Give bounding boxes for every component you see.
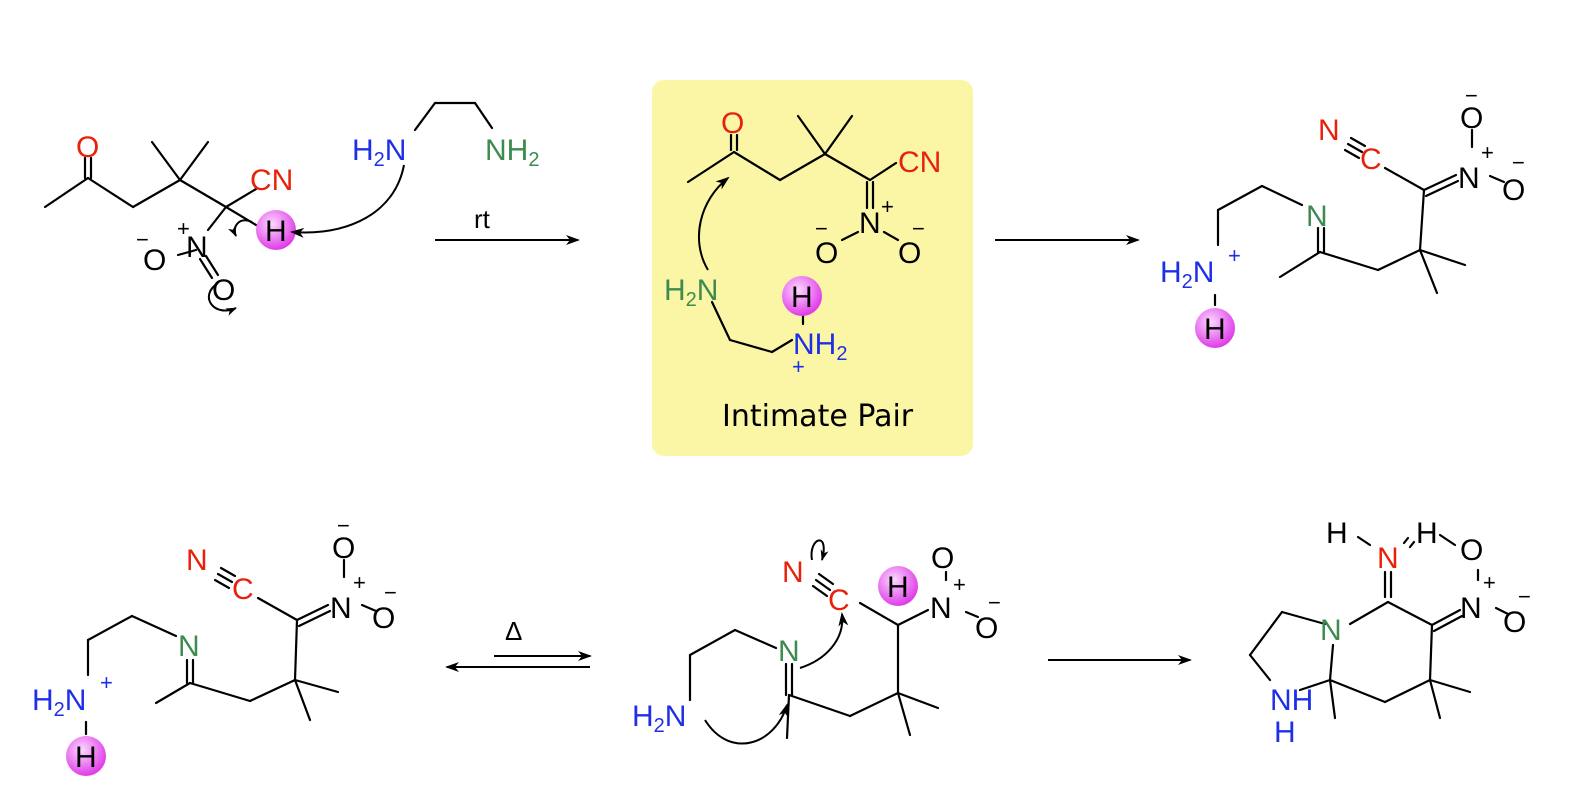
nitrile-carbon: C (1360, 143, 1382, 176)
neutral-imine-nitrogen: N (778, 635, 800, 668)
box-nitro-oxygen-1: O (815, 237, 838, 270)
svg-text:+: + (353, 570, 366, 595)
product-hydroxyl-oxygen: O (1460, 534, 1483, 567)
nitrile-label: CN (250, 164, 293, 197)
svg-text:−: − (1465, 83, 1478, 108)
amine-primary-label: H2N (352, 134, 406, 171)
svg-text:+: + (177, 216, 190, 241)
imine-nitrogen-2: N (178, 630, 200, 663)
curved-electron-arrow-icon (290, 164, 405, 238)
product-oxygen-2: O (1503, 606, 1526, 639)
svg-text:+: + (1483, 570, 1496, 595)
nitrile-nitrogen-2: N (186, 544, 208, 577)
amine-secondary-label: NH2 (485, 134, 539, 171)
product-nitro-nitrogen: N (1460, 592, 1482, 625)
starting-material (43, 140, 258, 280)
carbonyl-oxygen: O (76, 131, 99, 164)
amidine-hydrogen-1: H (1326, 517, 1348, 550)
svg-text:−: − (988, 590, 1001, 615)
curved-electron-arrow-icon (810, 539, 829, 561)
neutral-nitrile-nitrogen: N (782, 556, 804, 589)
box-amine-label: H2N (664, 274, 718, 311)
condition-heat: Δ (505, 616, 522, 646)
ammonium-label-2: H2N (32, 684, 86, 721)
imine-intermediate-bottom (84, 558, 378, 736)
highlighted-hydrogen-icon (66, 736, 106, 776)
curved-electron-arrow-icon (207, 282, 237, 316)
transferred-hydrogen: H (791, 281, 813, 314)
amidine-hydrogen-2: H (1416, 517, 1438, 550)
nitro-nitrogen-5: N (930, 592, 952, 625)
svg-text:−: − (1518, 584, 1531, 609)
box-carbonyl-oxygen: O (721, 107, 744, 140)
nitro-oxygen-2: O (212, 274, 235, 307)
ammonium-partner (710, 300, 805, 354)
neutral-imine-intermediate (688, 570, 980, 740)
ammonium-hydrogen-2: H (75, 741, 97, 774)
nitrile-nitrogen: N (1318, 114, 1340, 147)
acidic-hydrogen: H (265, 215, 287, 248)
svg-text:−: − (912, 216, 925, 241)
svg-text:+: + (1228, 243, 1241, 268)
highlighted-hydrogen-icon (1195, 308, 1235, 348)
condition-rt: rt (474, 204, 491, 234)
free-amine-label: H2N (632, 700, 686, 737)
ring-nh-hydrogen: H (1274, 716, 1296, 749)
svg-text:−: − (337, 513, 350, 538)
svg-text:+: + (1481, 140, 1494, 165)
imine-nitrogen: N (1306, 200, 1328, 233)
curved-electron-arrow-icon (227, 219, 253, 237)
ring-nitrogen: N (1320, 614, 1342, 647)
nitronate-oxygen-1: O (1460, 102, 1483, 135)
intimate-pair-caption: Intimate Pair (722, 399, 914, 434)
ammonium-label: H2N (1160, 256, 1214, 293)
curved-electron-arrow-icon (704, 703, 789, 745)
imine-intermediate-top (1213, 128, 1506, 307)
svg-text:+: + (953, 572, 966, 597)
highlighted-hydrogen-icon (782, 276, 822, 316)
box-nitro-nitrogen: N (859, 207, 881, 240)
svg-text:+: + (100, 670, 113, 695)
svg-text:−: − (1512, 150, 1525, 175)
bicyclic-product (1248, 533, 1510, 720)
ring-nh-label: NH (1270, 684, 1313, 717)
neutral-nitrile-carbon: C (828, 584, 850, 617)
alpha-hydrogen: H (887, 571, 909, 604)
nitronate-anion (686, 114, 900, 242)
svg-text:−: − (136, 227, 149, 252)
curved-electron-arrow-icon (799, 612, 849, 669)
nitrile-carbon-2: C (232, 573, 254, 606)
nitronate-oxygen-3: O (332, 532, 355, 565)
highlighted-hydrogen-icon (256, 210, 296, 250)
ammonium-hydrogen: H (1204, 313, 1226, 346)
nitro-nitrogen: N (186, 231, 208, 264)
svg-text:−: − (384, 580, 397, 605)
box-nitro-oxygen-2: O (898, 237, 921, 270)
svg-text:+: + (881, 194, 894, 219)
curved-electron-arrow-icon (697, 176, 730, 271)
svg-text:+: + (792, 354, 805, 379)
box-nitrile-label: CN (898, 146, 941, 179)
nitronate-nitrogen: N (1458, 162, 1480, 195)
nitronate-nitrogen-2: N (330, 592, 352, 625)
nitro-oxygen-1: O (143, 244, 166, 277)
nitro-oxygen-5a: O (931, 542, 954, 575)
amidine-nitrogen: N (1377, 542, 1399, 575)
nitro-oxygen-5b: O (975, 612, 998, 645)
ethylenediamine (413, 101, 494, 132)
nitronate-oxygen-2: O (1502, 174, 1525, 207)
svg-text:−: − (815, 216, 828, 241)
highlighted-hydrogen-icon (878, 566, 918, 606)
nitronate-oxygen-4: O (372, 602, 395, 635)
intimate-pair-box (652, 80, 973, 456)
